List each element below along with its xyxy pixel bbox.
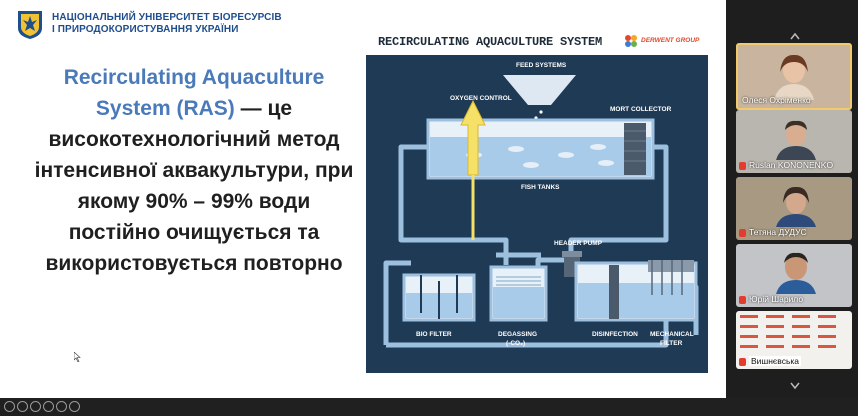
disinfection-mech-filter [574,260,698,322]
scroll-up-icon[interactable] [790,32,800,40]
ras-flow-diagram: FEED SYSTEMS OXYGEN CONTROL MORT COLLECT… [366,55,708,373]
shared-screen-thumbnail [740,315,836,348]
participant-avatar [776,120,816,160]
label-filter: FILTER [660,340,683,347]
university-logo-icon [18,11,42,39]
fish-tank [426,118,655,180]
mic-off-icon [739,229,746,237]
derwent-brand: DERWENT GROUP [641,37,700,44]
participant-name: Юрій Шарило [749,294,804,304]
participant-avatar [774,54,814,100]
presentation-toolbar [0,398,858,416]
label-mechanical: MECHANICAL [650,331,694,338]
mic-off-icon [739,358,746,366]
label-bio-filter: BIO FILTER [416,331,452,338]
ras-diagram: RECIRCULATING AQUACULTURE SYSTEM DERWENT… [366,31,708,373]
oxygen-control [460,99,486,240]
label-degassing-co2: (-CO₂) [506,340,525,347]
label-disinfection: DISINFECTION [592,331,638,338]
university-name-line2: І ПРИРОДОКОРИСТУВАННЯ УКРАЇНИ [52,24,239,35]
label-mort-collector: MORT COLLECTOR [610,106,672,113]
participant-name: Олеся Охріменко [742,95,811,105]
heading-accent: Recirculating Aquaculture System (RAS) [63,66,325,120]
next-slide-icon[interactable] [17,401,28,412]
participant-avatar [776,186,816,227]
derwent-logo-icon [625,35,637,47]
heading-body: — це високотехнологічний метод інтенсивн… [34,97,354,275]
participant-tile[interactable]: Вишнєвська [736,311,852,369]
mic-off-icon [739,296,746,304]
label-header-pump: HEADER PUMP [554,240,603,247]
participant-tile[interactable]: Тетяна ДУДУС [736,177,852,240]
diagram-title: RECIRCULATING AQUACULTURE SYSTEM [378,35,603,49]
previous-slide-icon[interactable] [4,401,15,412]
presentation-slide: НАЦІОНАЛЬНИЙ УНІВЕРСИТЕТ БІОРЕСУРСІВ І П… [0,0,726,400]
slides-grid-icon[interactable] [56,401,67,412]
participant-name: Тетяна ДУДУС [749,227,807,237]
participant-tile-active[interactable]: Олеся Охріменко [736,43,852,110]
label-feed-systems: FEED SYSTEMS [516,62,567,69]
label-oxygen-control: OXYGEN CONTROL [450,95,512,102]
degassing-unit [489,265,548,322]
more-options-icon[interactable] [69,401,80,412]
slide-heading: Recirculating Aquaculture System (RAS) —… [34,62,354,279]
label-fish-tanks: FISH TANKS [521,184,560,191]
zoom-icon[interactable] [43,401,54,412]
participant-name: Вишнєвська [749,356,801,366]
university-name: НАЦІОНАЛЬНИЙ УНІВЕРСИТЕТ БІОРЕСУРСІВ І П… [52,12,282,36]
mouse-cursor-icon [74,352,81,362]
participant-name: Ruslan KONONENKO [749,160,834,170]
participant-tile[interactable]: Ruslan KONONENKO [736,110,852,173]
pen-icon[interactable] [30,401,41,412]
participant-avatar [776,252,816,294]
mic-off-icon [739,162,746,170]
participant-tile[interactable]: Юрій Шарило [736,244,852,307]
university-name-line1: НАЦІОНАЛЬНИЙ УНІВЕРСИТЕТ БІОРЕСУРСІВ [52,12,282,23]
scroll-down-icon[interactable] [790,382,800,390]
label-degassing: DEGASSING [498,331,537,338]
bio-filter [402,273,476,322]
